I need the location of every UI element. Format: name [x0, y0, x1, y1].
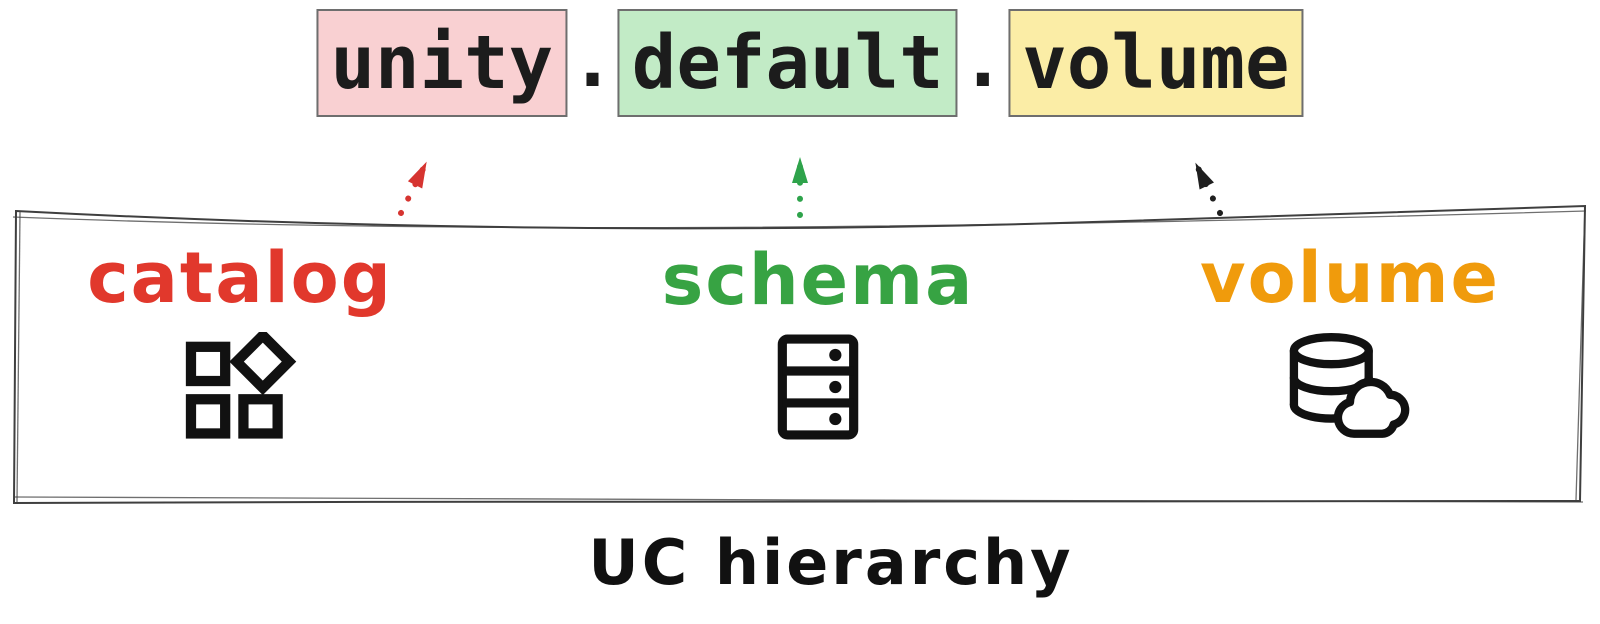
schema-name-highlight: default — [617, 9, 958, 117]
server-stack-icon — [638, 334, 998, 440]
diagram-caption: UC hierarchy — [588, 526, 1074, 599]
database-cloud-icon — [1170, 332, 1530, 440]
schema-column: schema — [638, 230, 998, 440]
volume-name-highlight: volume — [1008, 9, 1304, 117]
hierarchy-box-sketch-bottom — [14, 496, 1584, 503]
category-icon — [60, 332, 420, 446]
volume-column: volume — [1170, 228, 1530, 440]
catalog-column: catalog — [60, 228, 420, 446]
catalog-label: catalog — [87, 237, 393, 319]
hierarchy-box-sketch-left — [16, 211, 21, 503]
hierarchy-box-sketch-top — [12, 210, 1587, 229]
volume-label: volume — [1200, 237, 1500, 319]
schema-label: schema — [661, 239, 975, 321]
catalog-arrow — [398, 161, 427, 216]
hierarchy-box-sketch-right — [1575, 205, 1586, 501]
qualified-name: unity . default . volume — [316, 9, 1304, 117]
volume-arrow — [1195, 162, 1223, 216]
separator-dot: . — [960, 18, 1006, 104]
separator-dot: . — [570, 18, 615, 104]
catalog-name-highlight: unity — [316, 9, 568, 117]
